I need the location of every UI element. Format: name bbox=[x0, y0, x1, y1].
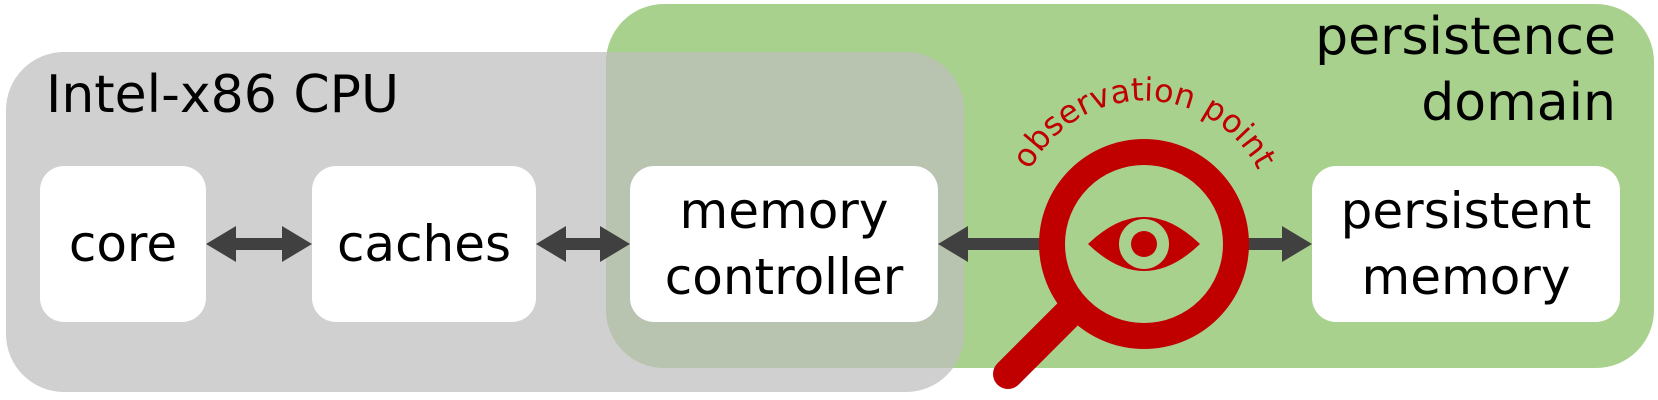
cpu-title: Intel-x86 CPU bbox=[46, 65, 400, 125]
arrow-caches-memory-controller bbox=[536, 226, 630, 262]
memory-controller-line2: controller bbox=[664, 248, 904, 306]
persistence-title-line2: domain bbox=[1421, 73, 1616, 133]
eye-icon bbox=[1088, 217, 1200, 271]
persistent-memory-box: persistent memory bbox=[1312, 166, 1620, 322]
memory-controller-line1: memory bbox=[679, 182, 889, 240]
core-box: core bbox=[40, 166, 206, 322]
memory-controller-box: memory controller bbox=[630, 166, 938, 322]
persistent-memory-line2: memory bbox=[1361, 248, 1571, 306]
persistence-title-line1: persistence bbox=[1315, 7, 1616, 67]
core-label: core bbox=[68, 215, 178, 273]
persistent-memory-line1: persistent bbox=[1340, 182, 1592, 240]
arrow-core-caches bbox=[206, 226, 312, 262]
caches-label: caches bbox=[336, 215, 512, 273]
persistence-domain-title: persistence domain bbox=[1315, 4, 1616, 136]
caches-box: caches bbox=[312, 166, 536, 322]
